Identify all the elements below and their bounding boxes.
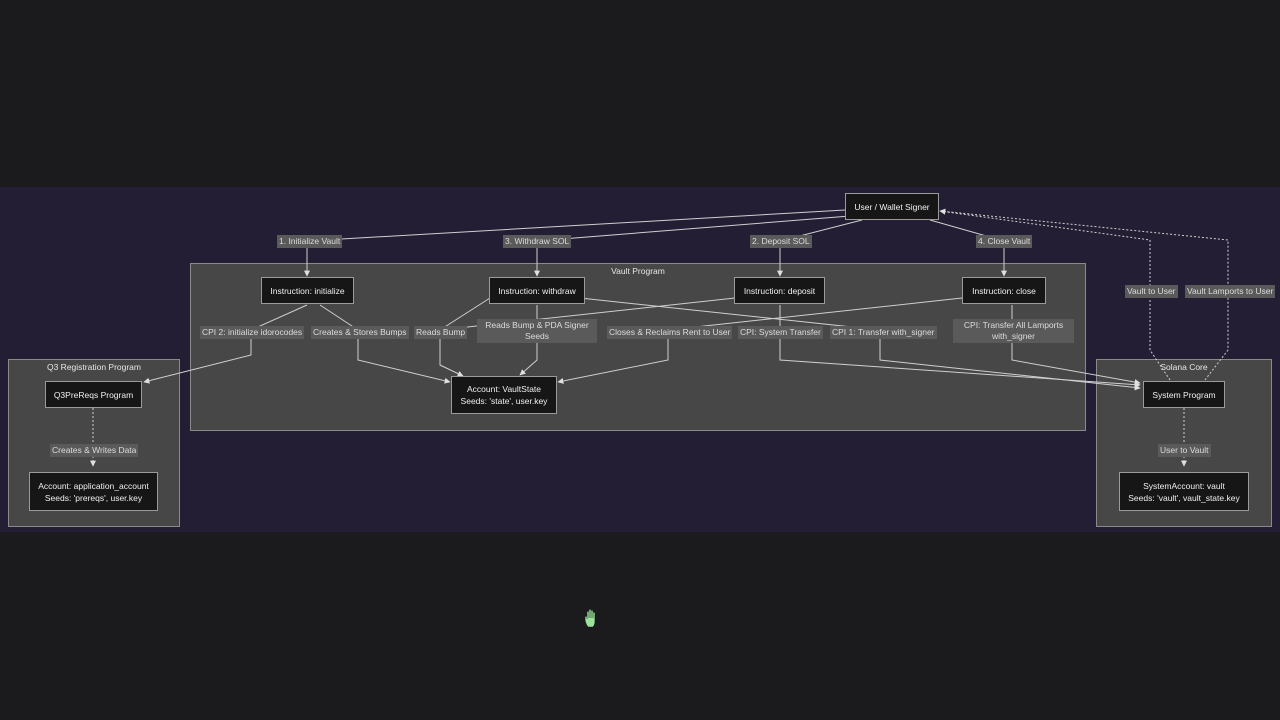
hand-cursor-icon: [584, 608, 596, 628]
edge-withdraw-reads: [439, 297, 491, 377]
solana-core-title: Solana Core: [1160, 362, 1208, 372]
edge-label-deposit-sol: 2. Deposit SOL: [750, 235, 812, 248]
edge-withdraw-transfer: [579, 297, 1141, 391]
edge-label-cpi1-transfer: CPI 1: Transfer with_signer: [830, 326, 937, 339]
edge-vault-to-user: [939, 208, 1171, 381]
edge-label-close-vault: 4. Close Vault: [976, 235, 1033, 248]
instruction-withdraw-node[interactable]: Instruction: withdraw: [489, 277, 585, 304]
edge-user-deposit: [777, 219, 863, 277]
instruction-withdraw-label: Instruction: withdraw: [498, 285, 576, 296]
system-account-line1: SystemAccount: vault: [1143, 480, 1225, 491]
instruction-close-label: Instruction: close: [972, 285, 1036, 296]
edge-label-creates-writes-data: Creates & Writes Data: [50, 444, 139, 457]
edge-label-reads-bump: Reads Bump: [414, 326, 468, 339]
system-account-vault-node[interactable]: SystemAccount: vault Seeds: 'vault', vau…: [1119, 472, 1249, 511]
instruction-deposit-label: Instruction: deposit: [743, 285, 816, 296]
q3prereqs-program-node[interactable]: Q3PreReqs Program: [45, 381, 142, 408]
user-wallet-signer-label: User / Wallet Signer: [854, 201, 930, 212]
edge-label-cpi2: CPI 2: initialize idorocodes: [200, 326, 305, 339]
instruction-deposit-node[interactable]: Instruction: deposit: [734, 277, 825, 304]
application-account-line1: Account: application_account: [38, 480, 149, 491]
system-program-label: System Program: [1152, 389, 1216, 400]
user-wallet-signer-node[interactable]: User / Wallet Signer: [845, 193, 939, 220]
application-account-node[interactable]: Account: application_account Seeds: 'pre…: [29, 472, 158, 511]
edge-label-cpi-transfer-all: CPI: Transfer All Lamports with_signer: [953, 319, 1074, 343]
edge-label-reads-bump-pda: Reads Bump & PDA Signer Seeds: [477, 319, 597, 343]
edge-label-creates-stores-bumps: Creates & Stores Bumps: [311, 326, 409, 339]
edge-label-initialize-vault: 1. Initialize Vault: [277, 235, 343, 248]
q3prereqs-program-label: Q3PreReqs Program: [53, 389, 134, 400]
edge-label-vault-lamports-to-user: Vault Lamports to User: [1185, 285, 1276, 298]
system-account-line2: Seeds: 'vault', vault_state.key: [1128, 492, 1240, 503]
edge-user-close: [929, 219, 1007, 277]
instruction-close-node[interactable]: Instruction: close: [962, 277, 1046, 304]
vault-state-account-node[interactable]: Account: VaultState Seeds: 'state', user…: [451, 376, 557, 414]
q3-registration-title: Q3 Registration Program: [46, 362, 141, 372]
vault-state-line2: Seeds: 'state', user.key: [460, 396, 548, 406]
instruction-initialize-label: Instruction: initialize: [270, 285, 345, 296]
instruction-initialize-node[interactable]: Instruction: initialize: [261, 277, 354, 304]
edge-close-transfer: [1011, 305, 1141, 385]
edge-label-user-to-vault: User to Vault: [1158, 444, 1211, 457]
edge-close-reclaims: [557, 297, 963, 384]
edge-cpi2: [143, 304, 308, 384]
edge-creates-bumps: [319, 304, 451, 384]
edge-label-cpi-system-transfer: CPI: System Transfer: [738, 326, 823, 339]
edge-deposit-system: [779, 305, 1141, 388]
edge-label-withdraw-sol: 3. Withdraw SOL: [503, 235, 572, 248]
vault-program-title: Vault Program: [611, 266, 665, 276]
edge-label-closes-reclaims: Closes & Reclaims Rent to User: [607, 326, 733, 339]
application-account-line2: Seeds: 'prereqs', user.key: [44, 492, 143, 503]
system-program-node[interactable]: System Program: [1143, 381, 1225, 408]
vault-state-line1: Account: VaultState: [466, 384, 542, 394]
edge-label-vault-to-user: Vault to User: [1125, 285, 1178, 298]
